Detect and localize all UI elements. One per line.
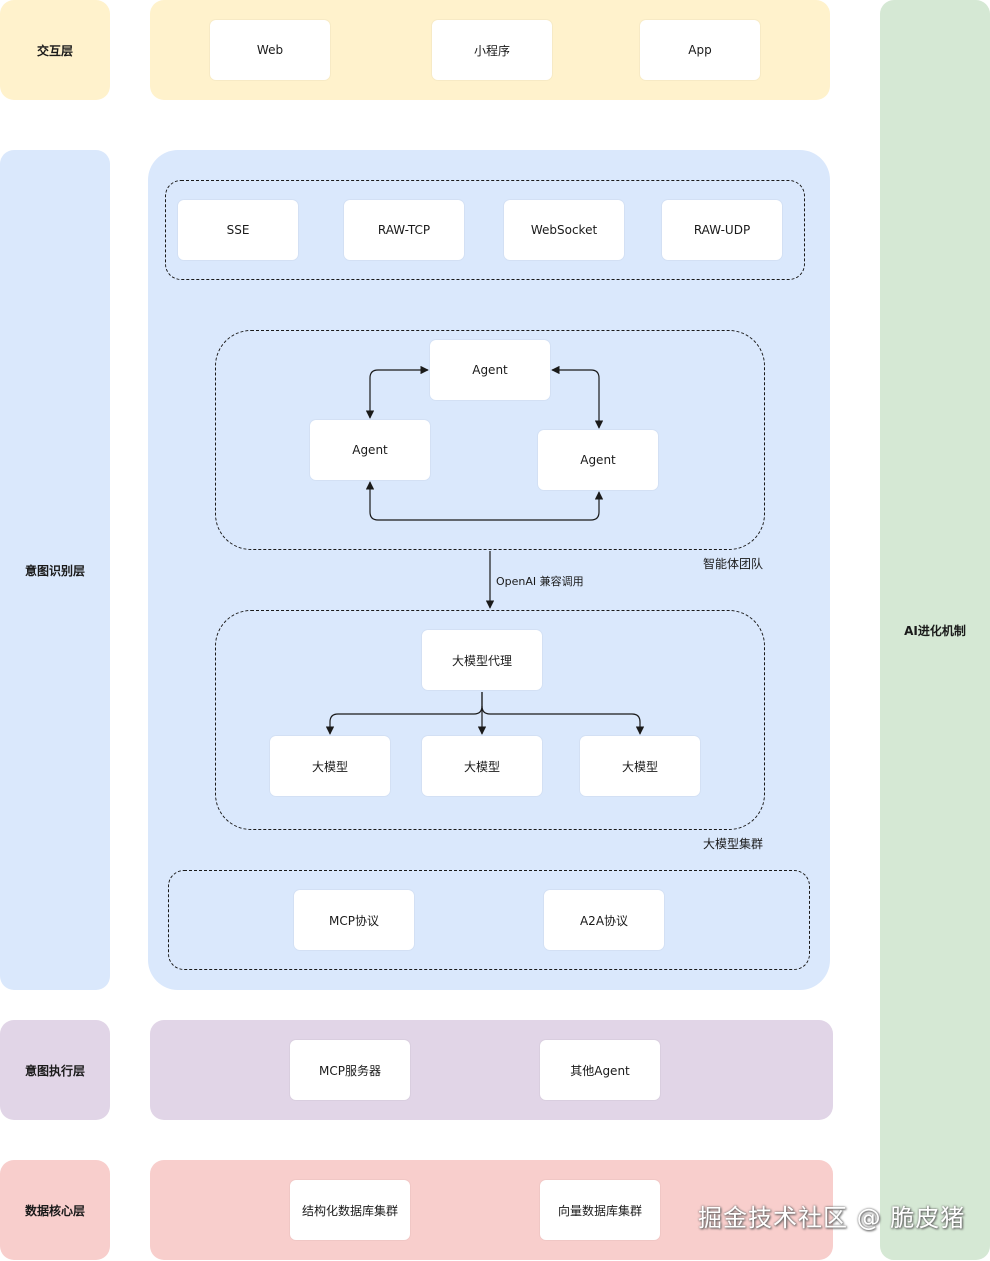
app-node: App [640, 20, 760, 80]
model-cluster-group [215, 610, 765, 830]
model-node-1-label: 大模型 [311, 759, 348, 774]
model-node-3: 大模型 [580, 736, 700, 796]
miniprogram-node: 小程序 [432, 20, 552, 80]
intent-execution-band [150, 1020, 833, 1120]
transport-protocol-group [165, 180, 805, 280]
mcp-server-node-label: MCP服务器 [319, 1063, 381, 1078]
model-node-3-label: 大模型 [621, 759, 658, 774]
mcp-server-node: MCP服务器 [290, 1040, 410, 1100]
agent-team-group [215, 330, 765, 550]
other-agent-node-label: 其他Agent [570, 1063, 630, 1078]
websocket-node: WebSocket [504, 200, 624, 260]
web-node-label: Web [256, 43, 284, 57]
raw-udp-node: RAW-UDP [662, 200, 782, 260]
web-node: Web [210, 20, 330, 80]
data-core-band [150, 1160, 833, 1260]
agent-node-right-label: Agent [580, 453, 616, 467]
mcp-protocol-node-label: MCP协议 [329, 913, 379, 928]
ai-evolution-text: AI进化机制 [904, 623, 966, 638]
structured-db-node: 结构化数据库集群 [290, 1180, 410, 1240]
openai-call-label: OpenAI 兼容调用 [496, 575, 584, 588]
a2a-protocol-node-label: A2A协议 [579, 913, 629, 928]
miniprogram-node-label: 小程序 [473, 43, 510, 58]
ai-evolution-column: AI进化机制 [880, 0, 990, 1260]
vector-db-node: 向量数据库集群 [540, 1180, 660, 1240]
agent-node-left-label: Agent [352, 443, 388, 457]
agent-protocol-group [168, 870, 810, 970]
intent-recognition-layer-text: 意图识别层 [24, 563, 85, 578]
mcp-protocol-node: MCP协议 [294, 890, 414, 950]
websocket-node-label: WebSocket [530, 223, 598, 237]
other-agent-node: 其他Agent [540, 1040, 660, 1100]
data-core-layer-label: 数据核心层 [0, 1160, 110, 1260]
model-proxy-node: 大模型代理 [422, 630, 542, 690]
raw-tcp-node-label: RAW-TCP [377, 223, 431, 237]
raw-tcp-node: RAW-TCP [344, 200, 464, 260]
agent-node-right: Agent [538, 430, 658, 490]
intent-execution-layer-text: 意图执行层 [24, 1063, 85, 1078]
sse-node: SSE [178, 200, 298, 260]
app-node-label: App [688, 43, 712, 57]
model-cluster-caption: 大模型集群 [703, 837, 764, 851]
intent-execution-layer-label: 意图执行层 [0, 1020, 110, 1120]
intent-recognition-layer-label: 意图识别层 [0, 150, 110, 990]
model-node-1: 大模型 [270, 736, 390, 796]
agent-node-top-label: Agent [472, 363, 508, 377]
model-node-2: 大模型 [422, 736, 542, 796]
interaction-layer-label: 交互层 [0, 0, 110, 100]
interaction-layer-text: 交互层 [36, 43, 73, 58]
model-node-2-label: 大模型 [463, 759, 500, 774]
raw-udp-node-label: RAW-UDP [693, 223, 751, 237]
a2a-protocol-node: A2A协议 [544, 890, 664, 950]
agent-node-left: Agent [310, 420, 430, 480]
intent-recognition-band [148, 150, 830, 990]
data-core-layer-text: 数据核心层 [24, 1203, 85, 1218]
structured-db-node-label: 结构化数据库集群 [301, 1203, 398, 1218]
agent-team-caption: 智能体团队 [703, 557, 764, 571]
vector-db-node-label: 向量数据库集群 [557, 1203, 642, 1218]
agent-node-top: Agent [430, 340, 550, 400]
sse-node-label: SSE [226, 223, 250, 237]
watermark-text: 掘金技术社区 @ 脆皮猪 [698, 1204, 966, 1232]
model-proxy-node-label: 大模型代理 [451, 653, 512, 668]
